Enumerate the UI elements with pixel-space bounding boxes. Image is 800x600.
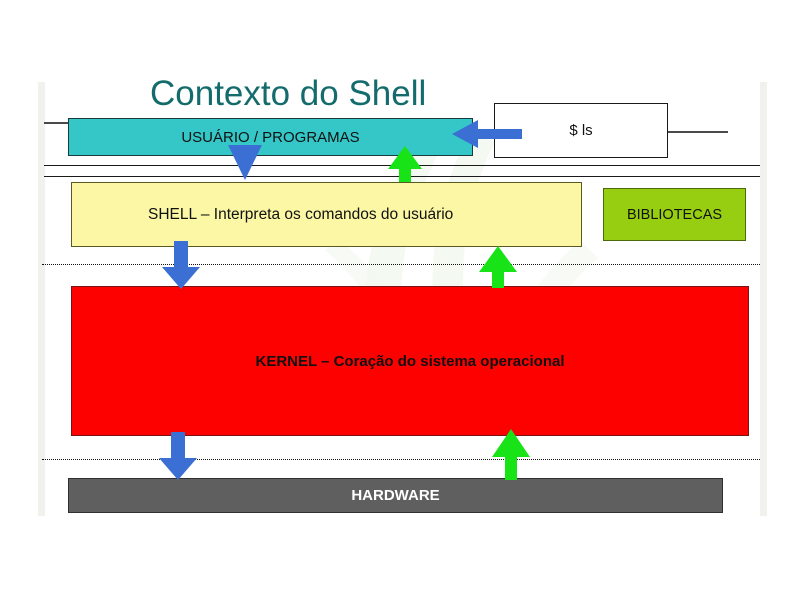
user-to-shell-arrow <box>228 145 262 180</box>
kernel-to-hardware-arrow <box>159 432 197 480</box>
command-right-connector <box>668 131 728 133</box>
right-guide-band <box>760 82 767 516</box>
box-hardware-label: HARDWARE <box>351 487 440 504</box>
hardware-to-kernel-arrow <box>492 429 530 480</box>
divider-dotted-kernel-hardware <box>42 459 760 460</box>
kernel-to-shell-arrow <box>479 246 517 288</box>
shell-to-kernel-arrow <box>162 241 200 289</box>
box-bibliotecas-label: BIBLIOTECAS <box>626 206 723 223</box>
box-command-prompt[interactable]: $ ls <box>494 103 668 158</box>
box-kernel-label: KERNEL – Coração do sistema operacional <box>255 352 565 370</box>
box-shell[interactable]: SHELL – Interpreta os comandos do usuári… <box>71 182 582 247</box>
box-hardware[interactable]: HARDWARE <box>68 478 723 513</box>
box-command-prompt-label: $ ls <box>569 122 593 139</box>
page-title: Contexto do Shell <box>150 74 427 113</box>
command-left-connector <box>44 122 72 124</box>
shell-to-user-arrow <box>388 146 422 182</box>
left-guide-band <box>38 82 45 516</box>
box-shell-label: SHELL – Interpreta os comandos do usuári… <box>148 205 454 223</box>
command-to-user-arrow <box>452 120 522 148</box>
box-kernel[interactable]: KERNEL – Coração do sistema operacional <box>71 286 749 436</box>
box-bibliotecas[interactable]: BIBLIOTECAS <box>603 188 746 241</box>
box-usuario-programas-label: USUÁRIO / PROGRAMAS <box>181 128 360 146</box>
divider-dotted-shell-kernel <box>42 264 760 265</box>
